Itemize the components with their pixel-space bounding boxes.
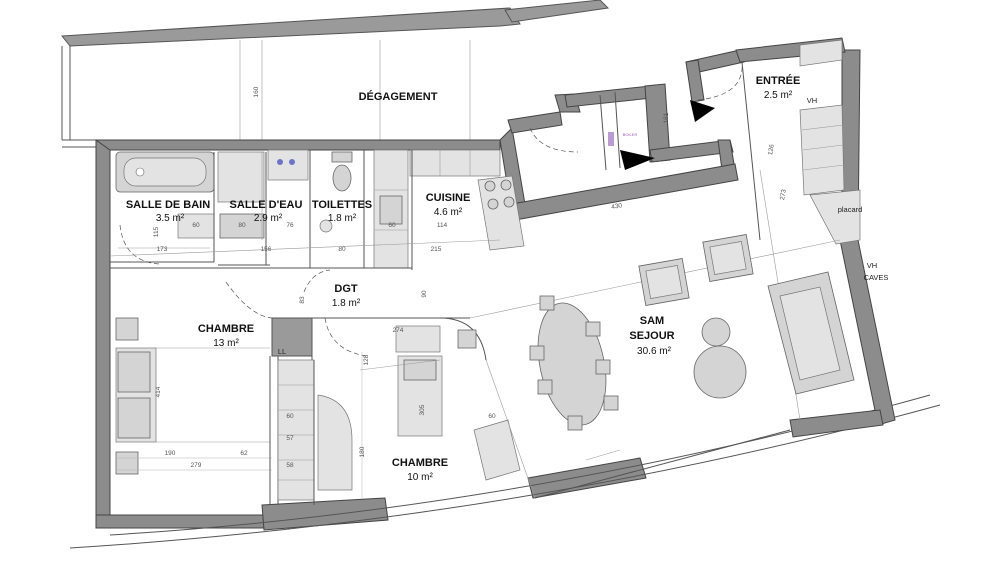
room-label-degagement: DÉGAGEMENT	[359, 90, 438, 103]
room-label-dgt: DGT	[334, 283, 358, 295]
label-placard: placard	[838, 205, 863, 214]
label-ll: LL	[278, 347, 286, 356]
dim-label: 160	[253, 86, 260, 97]
room-area-cuisine: 4.6 m²	[434, 207, 463, 218]
hallway	[109, 239, 501, 361]
dim-label: 305	[419, 404, 426, 415]
living-room	[469, 169, 855, 499]
room-label-toilettes: TOILETTES	[312, 199, 372, 211]
bedroom-2	[317, 325, 521, 498]
kitchen	[373, 149, 525, 270]
room-label-entree: ENTRÉE	[756, 74, 801, 87]
kitchen-door-swing	[529, 127, 579, 153]
dim-label: 279	[191, 462, 202, 469]
dim-label: 273	[779, 188, 788, 200]
dim-label: 58	[286, 462, 294, 469]
label-vh-caves: CAVES	[864, 273, 889, 282]
shower-door-swing	[324, 317, 367, 357]
dgt-door-swing	[225, 281, 273, 319]
dim-label: 430	[611, 202, 623, 211]
toilet-room	[267, 149, 365, 268]
dim-label: 180	[359, 446, 366, 457]
dim-label: 60	[286, 413, 294, 420]
dim-label: 190	[165, 450, 176, 457]
room-label-sejour: SAM	[640, 315, 664, 327]
dim-label: 114	[437, 222, 448, 229]
dim-label: 57	[286, 435, 294, 442]
boiler-mark	[608, 132, 614, 146]
dim-label: 80	[338, 246, 346, 253]
entrance-door-swing	[697, 61, 743, 101]
dim-label: 274	[393, 327, 404, 334]
room-label-chambre-1: CHAMBRE	[198, 323, 254, 335]
dim-label: 414	[155, 386, 162, 397]
dim-label: 126	[767, 143, 776, 155]
exterior-walls	[69, 49, 941, 549]
dim-label: 60	[388, 222, 396, 229]
dim-label: 76	[286, 222, 294, 229]
dim-label: 83	[299, 296, 306, 304]
storage-cabinets	[799, 39, 861, 245]
dim-label: 128	[363, 354, 370, 365]
label-vh-caves: VH	[867, 261, 877, 270]
entrance-arrow-icon	[690, 100, 715, 122]
room-area-chambre-2: 10 m²	[407, 472, 433, 483]
room-label-salle-d-eau: SALLE D'EAU	[230, 199, 303, 211]
room-area-sejour: 30.6 m²	[637, 346, 672, 357]
room-area-salle-d-eau: 2.9 m²	[254, 213, 283, 224]
dim-label: 80	[238, 222, 246, 229]
dim-label: 90	[421, 290, 428, 298]
dim-label: 173	[157, 246, 168, 253]
dim-label: 60	[192, 222, 200, 229]
dim-label: 62	[240, 450, 248, 457]
room-area-toilettes: 1.8 m²	[328, 213, 357, 224]
kitchen-entrance-walls	[499, 37, 846, 241]
room-label-cuisine: CUISINE	[426, 192, 471, 204]
toilet-door-swing	[303, 269, 331, 293]
bathroom	[110, 151, 215, 263]
room-label-salle-de-bain: SALLE DE BAIN	[126, 199, 210, 211]
dim-label: 60	[488, 413, 496, 420]
entry-arrow-icon	[620, 150, 655, 170]
shower-room	[217, 151, 270, 266]
dim-label: 115	[153, 226, 160, 237]
label-vh-entree: VH	[807, 96, 817, 105]
dim-label: 215	[431, 246, 442, 253]
room-label-sejour: SEJOUR	[629, 330, 674, 342]
room-area-chambre-1: 13 m²	[213, 338, 239, 349]
room-label-chambre-2: CHAMBRE	[392, 457, 448, 469]
room-area-entree: 2.5 m²	[764, 90, 793, 101]
room-area-salle-de-bain: 3.5 m²	[156, 213, 185, 224]
bedroom-1	[115, 317, 279, 505]
room-area-dgt: 1.8 m²	[332, 298, 361, 309]
wardrobe	[277, 359, 315, 505]
dim-label: 161	[663, 112, 670, 123]
boiler-label: BOILER	[623, 132, 638, 137]
